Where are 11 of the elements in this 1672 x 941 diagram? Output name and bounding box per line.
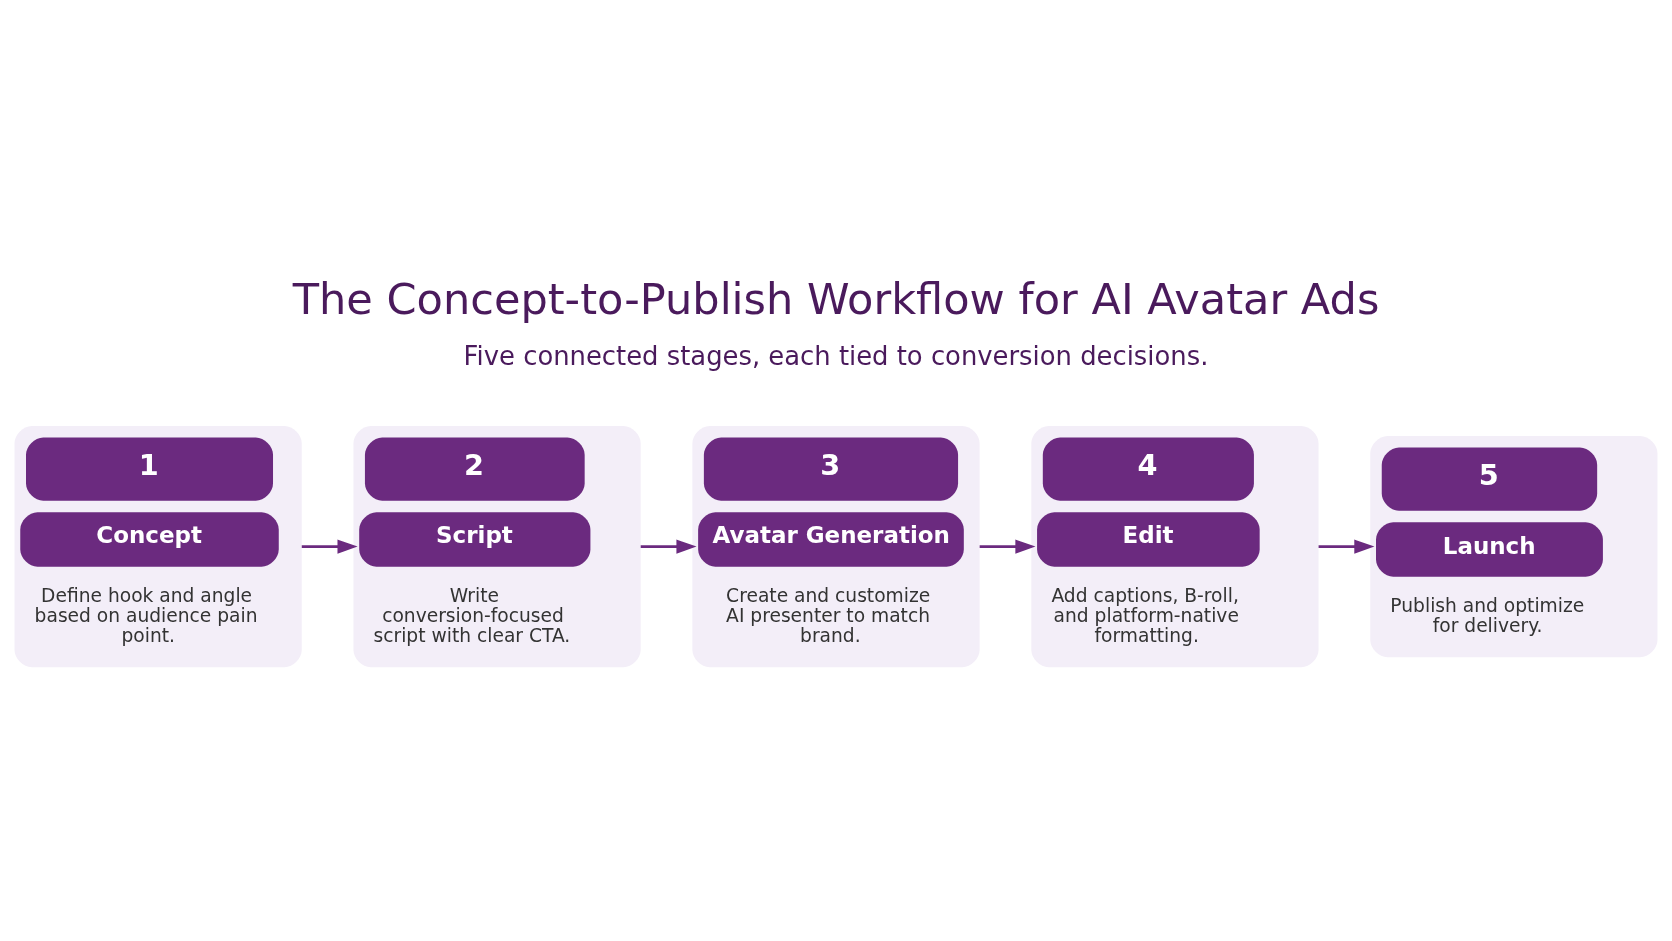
arrow (640, 539, 697, 554)
node-box: 4 Edit Add captions, B-roll, and platform-native formatting. (1031, 426, 1319, 668)
node-box: 1 Concept Define hook and angle based on audience pain point. (14, 426, 302, 668)
node-box: 5 Launch Publish and optimize for delivery. (1370, 436, 1658, 658)
arrow (1318, 539, 1375, 554)
node-box: 3 Avatar Generation Create and customize AI presenter to match brand. (692, 426, 980, 668)
diagram-title: The Concept-to-Publish Workflow for AI Avatar Ads (292, 273, 1380, 324)
label: Five connected stages, each tied to conversion decisions. (463, 340, 1209, 371)
node-box: 2 Script Write conversion-focused script with clear CTA. (353, 426, 641, 668)
arrow (301, 539, 358, 554)
arrow (979, 539, 1036, 554)
